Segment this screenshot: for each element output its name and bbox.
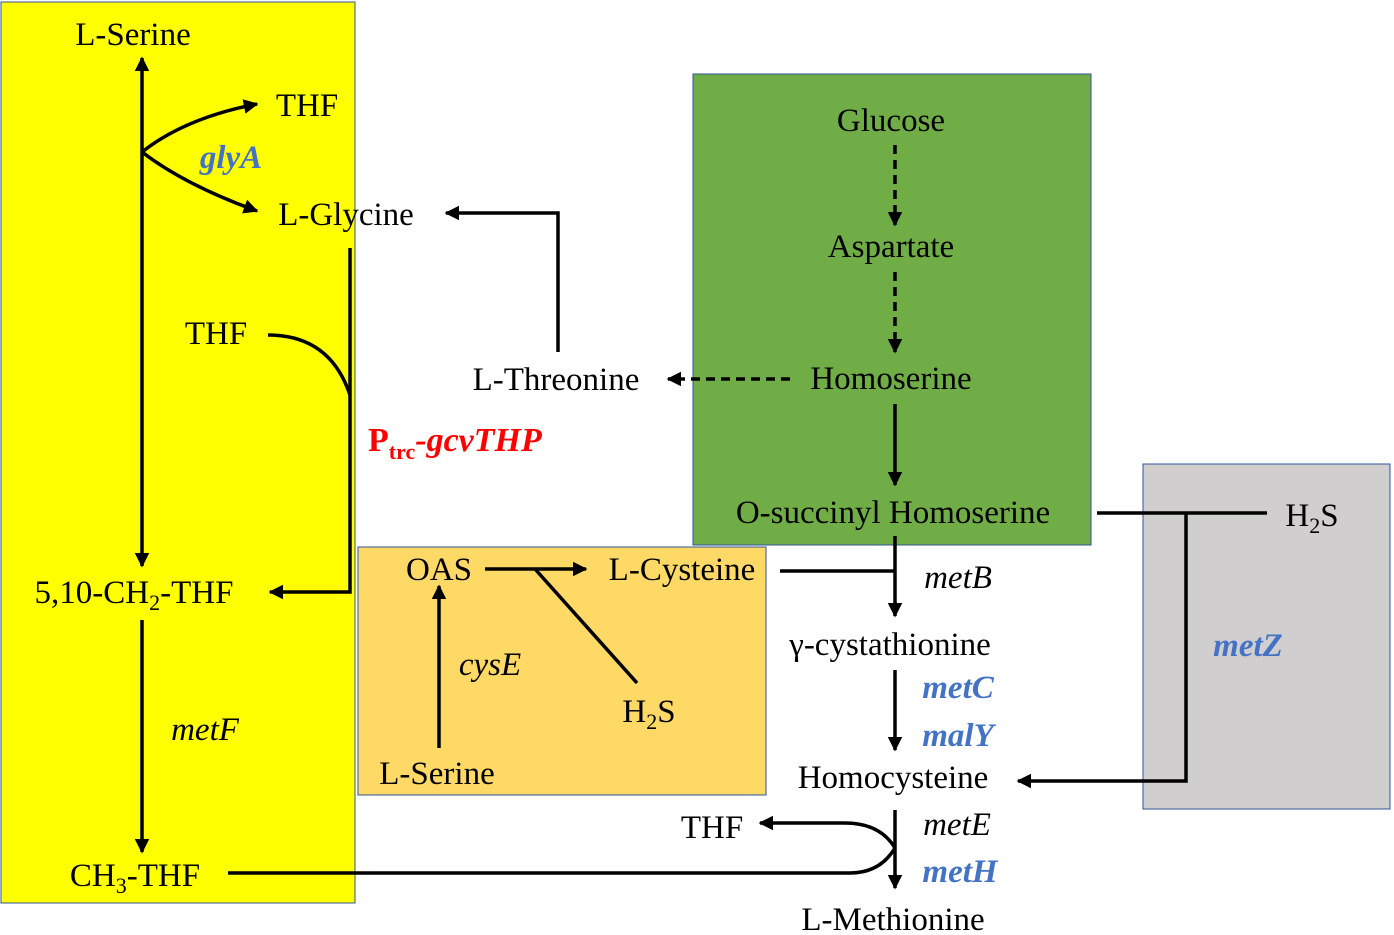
label-l-serine-bottom: L-Serine: [379, 756, 494, 792]
label-homocysteine: Homocysteine: [798, 760, 989, 796]
orange-region: [357, 546, 767, 796]
label-h2s-mid: H2S: [622, 694, 675, 734]
label-homoserine: Homoserine: [810, 361, 971, 397]
yellow-region: [0, 1, 356, 904]
gene-cysE: cysE: [459, 647, 521, 683]
label-l-glycine: L-Glycine: [278, 197, 414, 233]
label-thf-bottom: THF: [681, 810, 743, 846]
label-gamma-cystathionine: γ-cystathionine: [788, 627, 991, 663]
green-region: [692, 73, 1092, 546]
gene-metH: metH: [922, 854, 998, 890]
arrow-glyA-thf: [140, 99, 259, 154]
label-l-methionine: L-Methionine: [801, 902, 984, 935]
arrow-glyA-glycine: [140, 150, 259, 214]
label-thf-top: THF: [276, 88, 338, 124]
line-h2s-join: [533, 567, 639, 685]
gene-metZ: metZ: [1213, 628, 1283, 664]
label-ch3-thf: CH3-THF: [70, 858, 200, 898]
label-l-cysteine: L-Cysteine: [609, 552, 756, 588]
line-glycine-down: [268, 248, 352, 600]
label-thf-mid: THF: [185, 316, 247, 352]
label-oas: OAS: [406, 552, 472, 588]
arrow-to-thf-bottom: [758, 815, 897, 849]
line-thf-cleavage: [267, 333, 352, 396]
gene-glyA: glyA: [199, 140, 262, 176]
arrow-threonine-glycine: [444, 205, 560, 352]
gray-region: [1142, 463, 1391, 810]
label-glucose: Glucose: [837, 103, 945, 139]
line-ch3thf-join: [228, 847, 897, 875]
label-h2s-right: H2S: [1285, 498, 1338, 538]
gene-metC: metC: [922, 670, 994, 706]
label-5-10-ch2-thf: 5,10-CH2-THF: [35, 575, 234, 615]
gene-metE: metE: [923, 807, 991, 843]
label-l-threonine: L-Threonine: [473, 362, 640, 398]
label-aspartate: Aspartate: [828, 229, 954, 265]
arrow-metZ: [1016, 513, 1188, 789]
gene-malY: malY: [922, 718, 996, 754]
label-o-succinyl-homoserine: O-succinyl Homoserine: [736, 495, 1050, 531]
label-ptrc-gcvthp: Ptrc-gcvTHP: [368, 422, 542, 464]
gene-metB: metB: [924, 560, 992, 596]
gene-metF: metF: [171, 712, 240, 748]
label-l-serine-top: L-Serine: [75, 17, 190, 53]
